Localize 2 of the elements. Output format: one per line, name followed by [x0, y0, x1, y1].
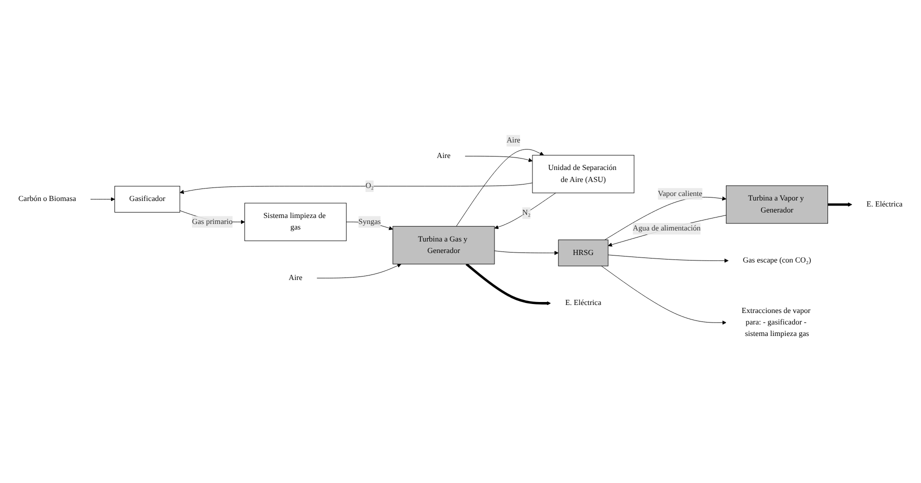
arrow	[466, 264, 551, 306]
arrow	[828, 202, 852, 208]
